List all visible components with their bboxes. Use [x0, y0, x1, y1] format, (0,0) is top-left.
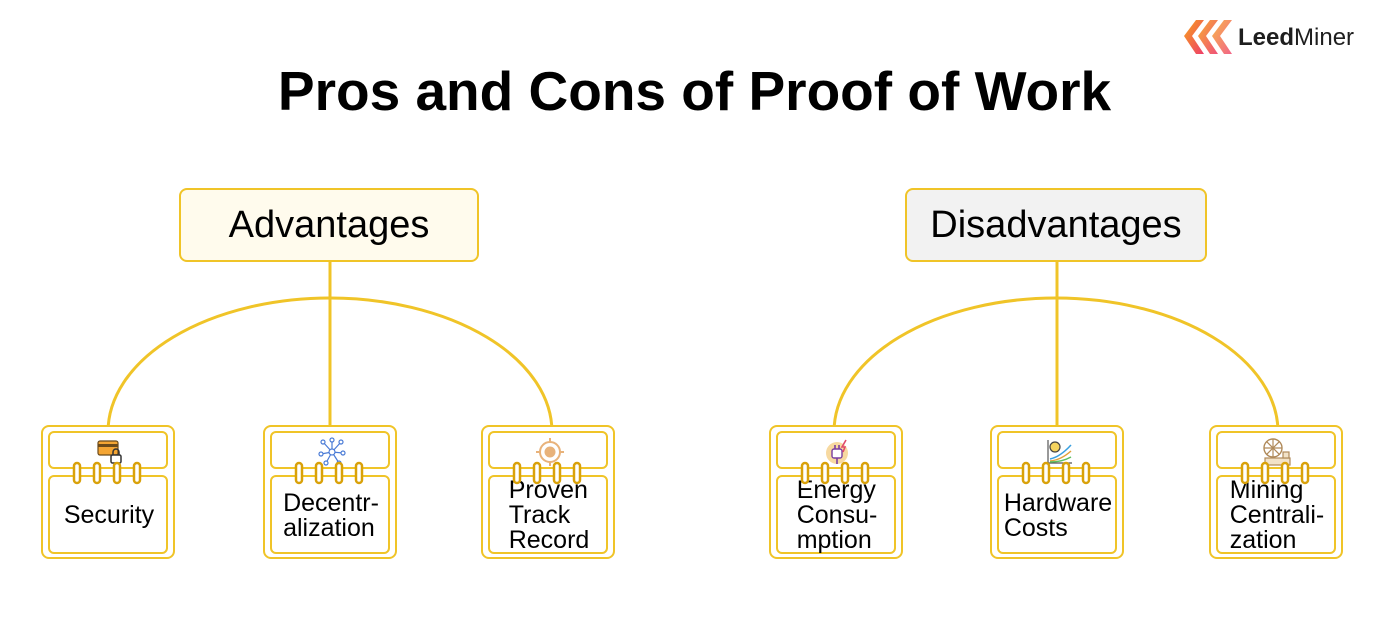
power-plug-icon: [826, 439, 848, 464]
dis-arc: [832, 296, 1280, 433]
binder-rings-icon: [512, 461, 582, 485]
binder-rings-icon: [800, 461, 870, 485]
card-security: Security: [41, 425, 175, 559]
binder-rings-icon: [1240, 461, 1310, 485]
binder-rings-icon: [72, 461, 142, 485]
cost-chart-icon: [1047, 440, 1072, 464]
mining-facility-icon: [1263, 438, 1291, 466]
leedminer-logo: LeedMiner: [1180, 14, 1380, 60]
card-energy-consumption: Energy Consu- mption: [769, 425, 903, 559]
card-proven-track-record: Proven Track Record: [481, 425, 615, 559]
card-label: Security: [63, 501, 155, 529]
target-icon: [536, 438, 564, 466]
card-label: Proven Track Record: [508, 476, 590, 554]
card-label: Hardware Costs: [1003, 488, 1113, 542]
card-decentralization: Decentr- alization: [263, 425, 397, 559]
credit-card-lock-icon: [97, 440, 122, 464]
logo-mark-icon: [1184, 20, 1232, 54]
adv-arc: [106, 296, 554, 433]
card-mining-centralization: Mining Centrali- zation: [1209, 425, 1343, 559]
card-label: Energy Consu- mption: [796, 476, 878, 554]
card-label: Mining Centrali- zation: [1229, 476, 1325, 554]
binder-rings-icon: [294, 461, 364, 485]
disadvantages-heading: Disadvantages: [905, 188, 1207, 262]
logo-brand-bold: Leed: [1238, 24, 1295, 51]
binder-rings-icon: [1021, 461, 1091, 485]
card-label: Decentr- alization: [283, 488, 379, 542]
advantages-heading: Advantages: [179, 188, 479, 262]
page-title: Pros and Cons of Proof of Work: [277, 60, 1112, 122]
card-hardware-costs: Hardware Costs: [990, 425, 1124, 559]
logo-brand-rest: Miner: [1294, 24, 1355, 51]
